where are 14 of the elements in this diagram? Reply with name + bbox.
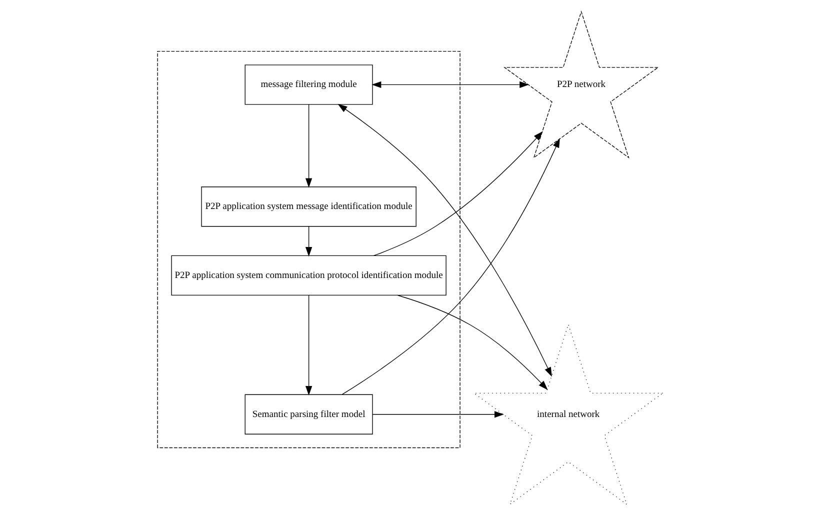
arrow — [372, 80, 530, 88]
arrow — [372, 410, 504, 418]
arrow — [305, 104, 312, 188]
node-box: Semantic parsing filter model — [244, 394, 373, 434]
arrow — [338, 103, 552, 376]
arrow — [373, 130, 543, 256]
node-box: P2P application system message identification module — [201, 186, 416, 226]
cluster — [157, 50, 460, 448]
arrow — [305, 226, 312, 256]
arrow — [397, 294, 548, 390]
node-box: P2P application system communication protocol identification module — [171, 254, 446, 296]
arrow — [342, 138, 560, 394]
arrow — [305, 294, 312, 396]
node-box: message filtering module — [244, 64, 373, 104]
